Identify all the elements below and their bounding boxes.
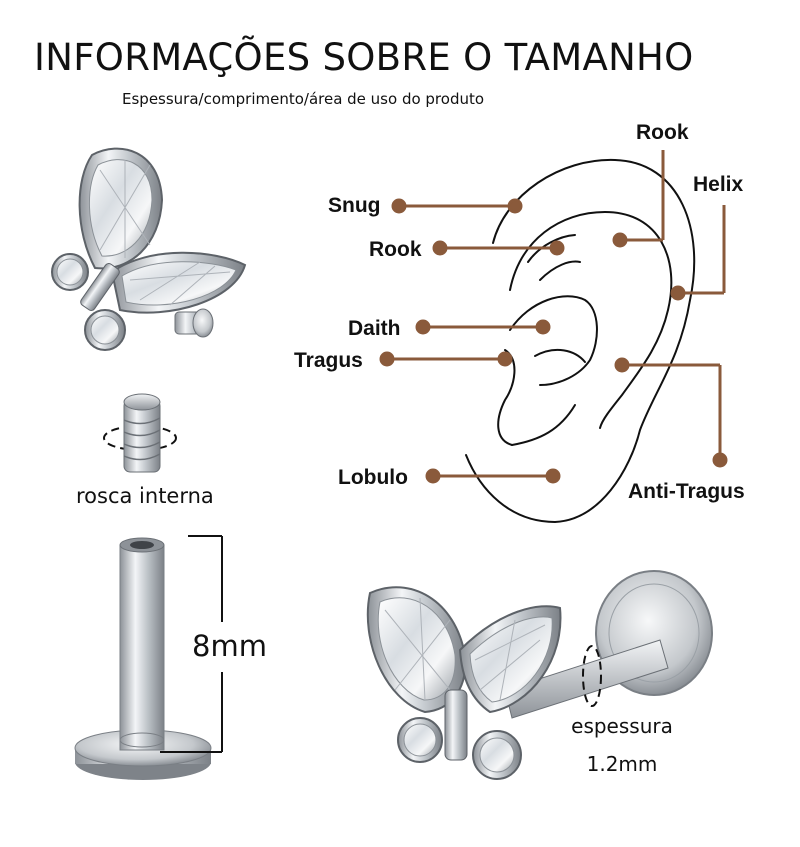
ear-illustration — [465, 158, 696, 524]
length-dimension-bracket — [160, 535, 223, 753]
ear-lobe-inner — [511, 404, 576, 446]
label-rook-left: Rook — [369, 238, 422, 261]
ear-inner-helix — [509, 210, 673, 429]
ear-antitragus — [534, 348, 586, 363]
ear-antihelix-mid — [539, 260, 581, 281]
leader-anti-tragus — [614, 357, 728, 468]
butterfly-earring-small — [51, 147, 247, 351]
page-subtitle: Espessura/comprimento/área de uso do pro… — [122, 90, 485, 108]
leader-tragus — [379, 351, 513, 367]
label-anti-tragus: Anti-Tragus — [628, 480, 745, 503]
leader-daith — [415, 319, 551, 335]
thickness-label: espessura — [571, 714, 673, 738]
leader-helix — [670, 205, 726, 301]
leader-lines — [379, 150, 728, 484]
leader-snug — [391, 198, 523, 214]
leader-rook-top — [612, 150, 665, 248]
leader-lobulo — [425, 468, 561, 484]
label-rook-top: Rook — [636, 121, 689, 144]
post-length-label: 8mm — [192, 629, 267, 663]
ear-outer-helix — [465, 158, 696, 524]
label-tragus: Tragus — [294, 349, 363, 372]
ear-concha — [509, 295, 598, 386]
leader-rook-left — [432, 240, 565, 256]
label-helix: Helix — [693, 173, 744, 196]
label-daith: Daith — [348, 317, 401, 340]
thread-caption: rosca interna — [76, 484, 214, 508]
ear-tragus — [497, 349, 516, 446]
label-lobulo: Lobulo — [338, 466, 408, 489]
internal-thread-illustration — [103, 393, 177, 473]
labret-post-illustration — [74, 537, 212, 780]
page-title: INFORMAÇÕES SOBRE O TAMANHO — [34, 36, 694, 79]
label-snug: Snug — [328, 194, 381, 217]
ear-antihelix-upper — [527, 234, 576, 263]
butterfly-earring-large — [366, 570, 713, 780]
thickness-value: 1.2mm — [586, 752, 658, 776]
